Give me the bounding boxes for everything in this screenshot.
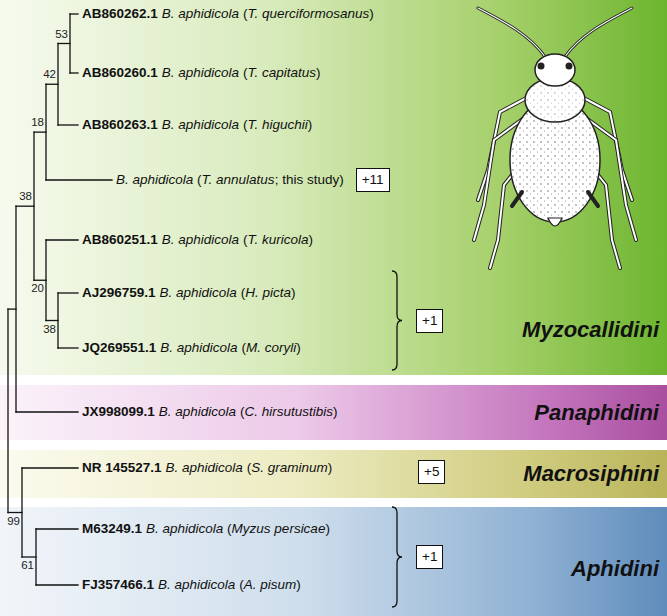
count-box: +1 [416,309,443,333]
count-box: +5 [418,460,445,484]
taxon-label: AB860262.1 B. aphidicola (T. querciformos… [82,5,374,23]
tree-branch [34,131,46,132]
tree-branch [45,84,46,180]
tree-branch [45,240,46,321]
tree-branch [46,84,58,85]
species-name: B. aphidicola (T. capitatus) [162,65,321,80]
taxon-label: B. aphidicola (T. annulatus; this study) [116,171,344,189]
tree-branch [8,512,22,513]
accession-number: JX998099.1 [82,404,155,419]
species-name: B. aphidicola (S. graminum) [166,460,333,475]
tree-branch [46,239,78,240]
tree-branch [36,528,78,529]
count-box: +11 [356,168,390,192]
accession-number: AB860251.1 [82,232,158,247]
species-name: B. aphidicola (A. pisum) [158,577,301,592]
species-name: B. aphidicola (C. hirsutustibis) [159,404,338,419]
bootstrap-value: 38 [43,323,56,336]
tree-branch [57,293,58,348]
tree-branch [70,72,78,73]
clade-name: Macrosiphini [523,461,659,487]
bootstrap-value: 42 [43,68,56,81]
tree-branch [69,14,70,73]
tree-branch [58,347,78,348]
tree-branch [21,468,22,557]
taxon-label: AB860260.1 B. aphidicola (T. capitatus) [82,64,320,82]
bootstrap-value: 18 [31,116,44,129]
clade-name: Panaphidini [534,400,659,426]
species-name: B. aphidicola (T. querciformosanus) [162,6,374,21]
tree-branch [57,44,58,126]
taxon-label: AB860251.1 B. aphidicola (T. kuricola) [82,231,313,249]
tree-branch [22,467,78,468]
tree-branch [7,309,8,512]
bootstrap-value: 99 [7,515,20,528]
species-name: B. aphidicola (M. coryli) [160,340,300,355]
tree-branch [58,124,78,125]
tree-branch [16,206,34,207]
count-text: +5 [424,464,439,479]
accession-number: AB860262.1 [82,6,158,21]
tree-branch [22,556,36,557]
count-text: +1 [422,313,437,328]
accession-number: NR 145527.1 [82,460,162,475]
accession-number: AB860260.1 [82,65,158,80]
tree-branch [70,13,78,14]
tree-branch [46,320,58,321]
tree-branch [15,206,16,412]
count-text: +1 [422,549,437,564]
bootstrap-value: 61 [21,559,34,572]
species-name: B. aphidicola (T. annulatus; this study) [116,172,344,187]
count-box: +1 [416,545,443,569]
taxon-label: JX998099.1 B. aphidicola (C. hirsutustibi… [82,403,337,421]
tree-branch [58,292,78,293]
grouping-brace [392,271,402,370]
taxon-label: NR 145527.1 B. aphidicola (S. graminum) [82,459,332,477]
tree-branch [16,411,78,412]
bootstrap-value: 53 [55,28,68,41]
clade-name: Myzocallidini [522,317,659,343]
grouping-brace [392,507,402,607]
tree-branch [35,529,36,585]
tree-branch [33,132,34,280]
taxon-label: M63249.1 B. aphidicola (Myzus persicae) [82,520,330,538]
taxon-label: AJ296759.1 B. aphidicola (H. picta) [82,284,295,302]
species-name: B. aphidicola (Myzus persicae) [146,521,330,536]
accession-number: JQ269551.1 [82,340,156,355]
tree-branch [8,308,16,309]
taxon-label: AB860263.1 B. aphidicola (T. higuchii) [82,116,312,134]
bootstrap-value: 20 [31,282,44,295]
accession-number: AJ296759.1 [82,285,156,300]
tree-branch [36,584,78,585]
taxon-label: JQ269551.1 B. aphidicola (M. coryli) [82,339,301,357]
bootstrap-value: 38 [19,190,32,203]
taxon-label: FJ357466.1 B. aphidicola (A. pisum) [82,576,301,594]
clade-band: Myzocallidini +11 +1 [0,0,667,375]
tree-branch [34,280,46,281]
count-text: +11 [362,172,384,187]
clade-name: Aphidini [571,556,659,582]
species-name: B. aphidicola (H. picta) [160,285,296,300]
accession-number: AB860263.1 [82,117,158,132]
accession-number: FJ357466.1 [82,577,154,592]
species-name: B. aphidicola (T. higuchii) [162,117,312,132]
tree-branch [58,43,70,44]
tree-branch [46,179,112,180]
accession-number: M63249.1 [82,521,142,536]
species-name: B. aphidicola (T. kuricola) [162,232,313,247]
